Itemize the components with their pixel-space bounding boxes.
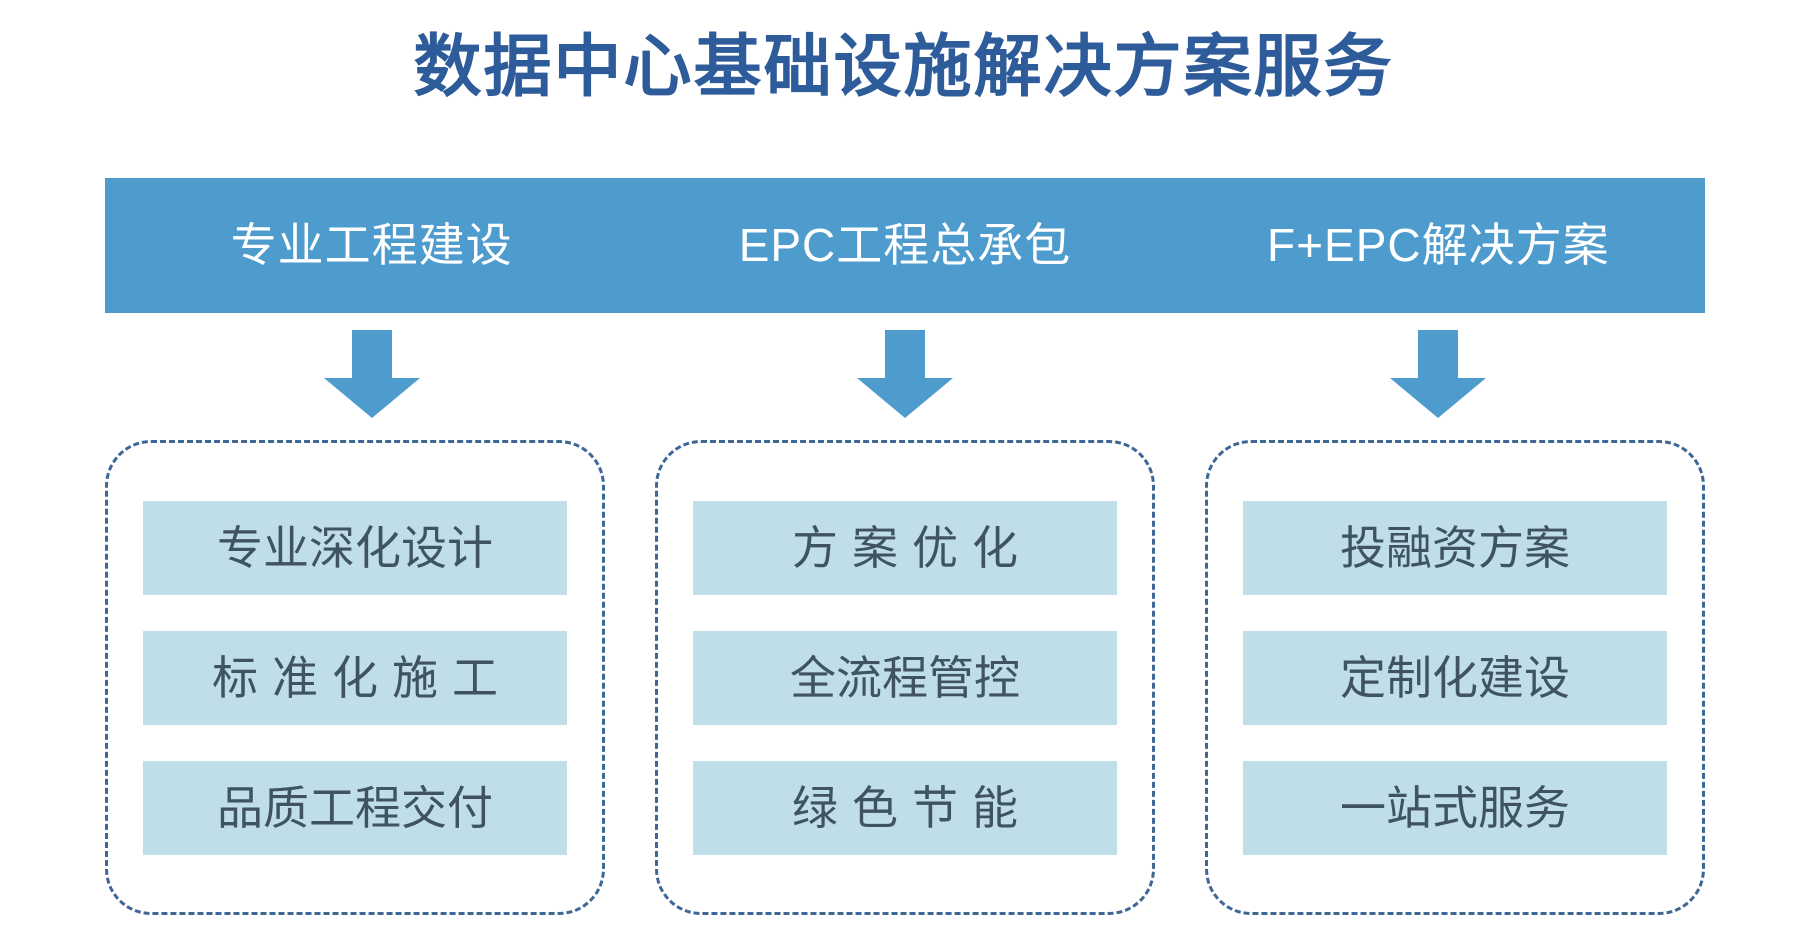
arrow-down-icon: [1390, 330, 1487, 418]
item-box[interactable]: 全流程管控: [693, 630, 1117, 725]
item-box[interactable]: 一站式服务: [1243, 760, 1667, 855]
header-section-2[interactable]: EPC工程总承包: [738, 218, 1072, 271]
arrow-cell-1: [105, 330, 638, 430]
arrow-down-icon: [856, 330, 953, 418]
item-box[interactable]: 方案优化: [693, 500, 1117, 595]
column-epc-general-contracting: 方案优化 全流程管控 绿色节能: [655, 440, 1155, 915]
item-box[interactable]: 定制化建设: [1243, 630, 1667, 725]
arrow-row: [105, 330, 1705, 430]
item-box[interactable]: 专业深化设计: [143, 500, 567, 595]
header-section-3[interactable]: F+EPC解决方案: [1267, 218, 1610, 271]
arrow-cell-2: [638, 330, 1171, 430]
column-professional-engineering: 专业深化设计 标准化施工 品质工程交付: [105, 440, 605, 915]
item-box[interactable]: 标准化施工: [143, 630, 567, 725]
arrow-cell-3: [1172, 330, 1705, 430]
header-bar: 专业工程建设 EPC工程总承包 F+EPC解决方案: [105, 178, 1705, 313]
item-box[interactable]: 品质工程交付: [143, 760, 567, 855]
item-box[interactable]: 绿色节能: [693, 760, 1117, 855]
item-box[interactable]: 投融资方案: [1243, 500, 1667, 595]
arrow-down-icon: [323, 330, 420, 418]
column-f-epc-solution: 投融资方案 定制化建设 一站式服务: [1205, 440, 1705, 915]
columns-container: 专业深化设计 标准化施工 品质工程交付 方案优化 全流程管控 绿色节能 投融资方…: [105, 440, 1705, 915]
page-title: 数据中心基础设施解决方案服务: [413, 29, 1394, 105]
header-section-1[interactable]: 专业工程建设: [230, 218, 513, 271]
